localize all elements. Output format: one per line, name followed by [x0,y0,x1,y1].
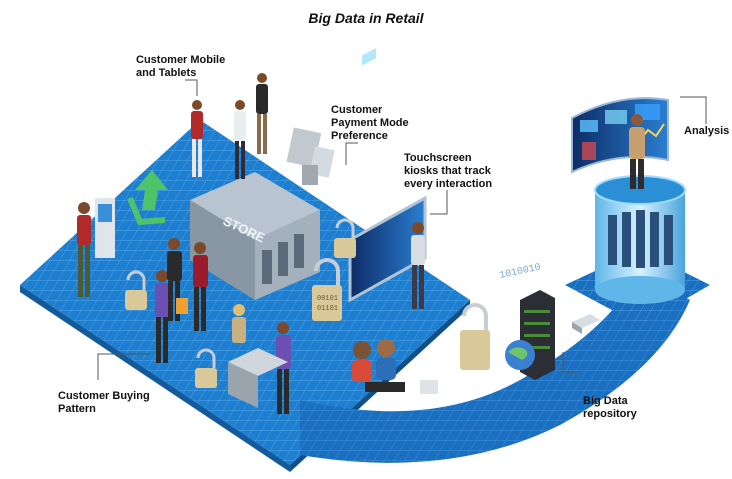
globe-icon [505,340,535,370]
store-building: STORE [190,172,320,300]
data-arc-walkway [300,270,690,463]
label-analysis: Analysis [684,125,730,137]
label-buying-pattern: Customer Buying Pattern [58,390,150,415]
label-customer-mobile: Customer Mobile and Tablets [136,54,226,79]
analysis-screens [571,97,669,174]
label-repository: Big Data repository [583,395,637,420]
payment-devices [286,127,335,185]
router-device [572,314,600,334]
shopper-figures [77,73,425,414]
recycle-icon [127,170,168,226]
kiosk-left [95,198,115,258]
binary-stream: 1010010 [499,262,542,281]
leader-lines [97,79,707,380]
call-center-agents [352,339,438,394]
padlock-binary-text: 01101 [317,305,338,313]
label-touchscreen: Touchscreen kiosks that track every inte… [404,152,493,190]
diagram-title: Big Data in Retail [308,10,424,26]
padlock-binary-text: 00101 [317,295,338,303]
data-tower [594,175,686,304]
padlock-icons [125,218,490,388]
analyst-person [629,114,645,189]
label-payment-mode: Customer Payment Mode Preference [331,104,409,142]
